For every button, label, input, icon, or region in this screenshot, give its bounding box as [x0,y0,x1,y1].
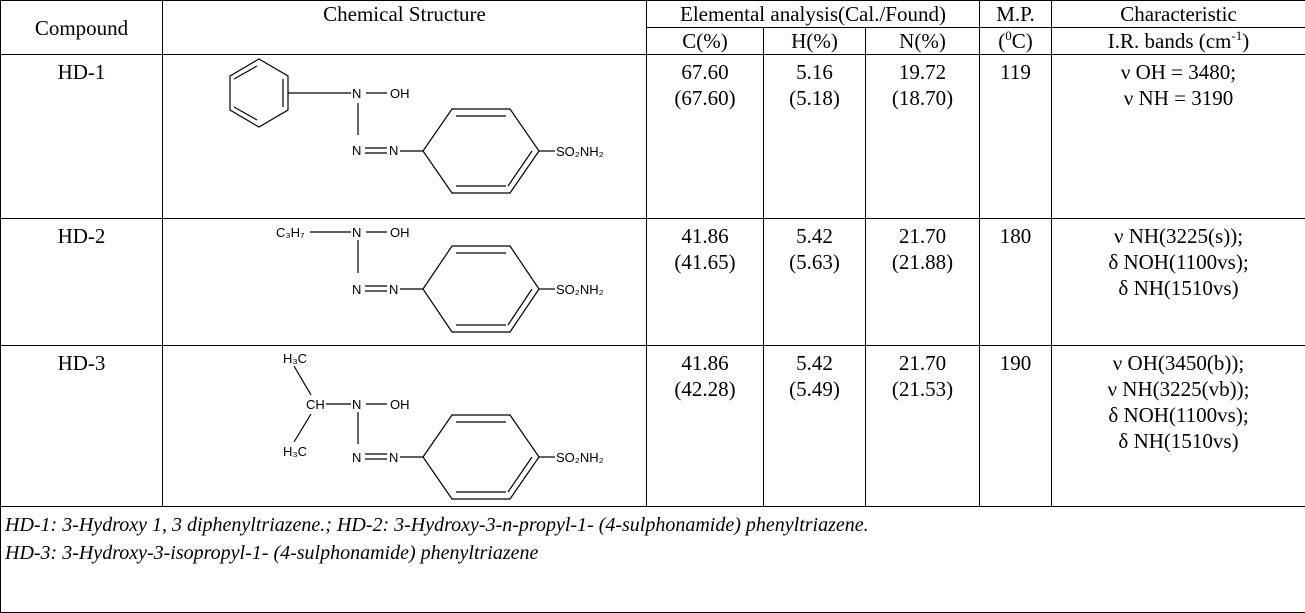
ir-cell: ν NH(3225(s));δ NOH(1100vs);δ NH(1510vs) [1052,219,1305,346]
compound-id: HD-2 [1,219,163,346]
hd2-label-so2nh2: SO₂NH₂ [556,282,604,297]
header-c: C(%) [647,28,764,55]
header-mp-unit: (0C) [980,28,1052,55]
hd2-label-n-right: N [389,282,398,297]
n-cell: 21.70(21.53) [866,346,980,507]
hd3-label-oh: OH [390,397,410,412]
structure-hd2: C₃H₇ N OH N N SO₂NH₂ [163,219,647,346]
c-cell: 67.60(67.60) [647,55,764,219]
table-row: HD-1 [1,55,1305,219]
header-compound: Compound [1,1,163,55]
hd3-label-h3c-top: H₃C [283,351,307,366]
h-calc: 5.42 [764,223,865,249]
header-n: N(%) [866,28,980,55]
table-row: HD-3 H₃C [1,346,1305,507]
n-calc: 21.70 [866,350,979,376]
mp-cell: 180 [980,219,1052,346]
ir-unit-post: ) [1242,29,1249,53]
ir-cell: ν OH(3450(b));ν NH(3225(vb));δ NOH(1100v… [1052,346,1305,507]
hd1-label-n-top: N [352,86,361,101]
c-calc: 41.86 [647,350,763,376]
hd2-label-c3h7: C₃H₇ [276,225,305,240]
ir-band: ν NH = 3190 [1052,85,1305,111]
hd1-label-n-mid: N [352,143,361,158]
table-row: HD-2 C₃H₇ N [1,219,1305,346]
h-calc: 5.42 [764,350,865,376]
hd3-label-n-right: N [389,450,398,465]
h-cell: 5.42(5.49) [764,346,866,507]
c-calc: 41.86 [647,223,763,249]
footnote-line: HD-1: 3-Hydroxy 1, 3 diphenyltriazene.; … [5,511,1301,539]
n-calc: 21.70 [866,223,979,249]
c-found: (41.65) [647,249,763,275]
n-cell: 21.70(21.88) [866,219,980,346]
ir-band: δ NOH(1100vs); [1052,402,1305,428]
c-cell: 41.86(42.28) [647,346,764,507]
n-found: (21.88) [866,249,979,275]
footnote: HD-1: 3-Hydroxy 1, 3 diphenyltriazene.; … [1,507,1305,613]
structure-hd2-drawing: C₃H₇ N OH N N SO₂NH₂ [163,219,647,345]
hd2-label-oh: OH [390,225,410,240]
hd2-label-n-top: N [352,225,361,240]
structure-hd3: H₃C CH H₃C N OH N N SO₂NH₂ [163,346,647,507]
mp-cell: 119 [980,55,1052,219]
footnote-line: HD-3: 3-Hydroxy-3-isopropyl-1- (4-sulpho… [5,539,1301,567]
h-found: (5.18) [764,85,865,111]
ir-band: δ NH(1510vs) [1052,428,1305,454]
structure-hd3-drawing: H₃C CH H₃C N OH N N SO₂NH₂ [163,346,647,506]
header-ir-unit: I.R. bands (cm-1) [1052,28,1305,55]
hd2-label-n-mid: N [352,282,361,297]
hd1-label-n-right: N [389,143,398,158]
ir-band: δ NH(1510vs) [1052,275,1305,301]
compound-id: HD-1 [1,55,163,219]
ir-band: ν NH(3225(s)); [1052,223,1305,249]
c-found: (67.60) [647,85,763,111]
ir-band: ν OH(3450(b)); [1052,350,1305,376]
n-cell: 19.72(18.70) [866,55,980,219]
hd3-label-so2nh2: SO₂NH₂ [556,450,604,465]
n-found: (21.53) [866,376,979,402]
mp-unit-post: C) [1012,29,1033,53]
hd1-label-so2nh2: SO₂NH₂ [556,144,604,159]
hd3-label-n-mid: N [352,450,361,465]
h-found: (5.49) [764,376,865,402]
compound-id: HD-3 [1,346,163,507]
h-cell: 5.16(5.18) [764,55,866,219]
header-elemental: Elemental analysis(Cal./Found) [647,1,980,28]
hd1-label-oh: OH [390,86,410,101]
header-structure: Chemical Structure [163,1,647,55]
h-calc: 5.16 [764,59,865,85]
mp-cell: 190 [980,346,1052,507]
n-calc: 19.72 [866,59,979,85]
ir-unit-pre: I.R. bands (cm [1108,29,1232,53]
header-char: Characteristic [1052,1,1305,28]
footnote-row: HD-1: 3-Hydroxy 1, 3 diphenyltriazene.; … [1,507,1305,613]
c-found: (42.28) [647,376,763,402]
header-row-1: Compound Chemical Structure Elemental an… [1,1,1305,28]
structure-hd1: N OH N N SO₂NH₂ [163,55,647,219]
c-cell: 41.86(41.65) [647,219,764,346]
header-h: H(%) [764,28,866,55]
h-found: (5.63) [764,249,865,275]
ir-band: ν OH = 3480; [1052,59,1305,85]
structure-hd1-drawing: N OH N N SO₂NH₂ [163,55,647,218]
ir-unit-sup: -1 [1231,28,1242,43]
hd3-label-h3c-bottom: H₃C [283,444,307,459]
ir-cell: ν OH = 3480;ν NH = 3190 [1052,55,1305,219]
ir-band: ν NH(3225(vb)); [1052,376,1305,402]
hd3-label-ch: CH [306,397,325,412]
ir-band: δ NOH(1100vs); [1052,249,1305,275]
hd3-label-n-top: N [352,397,361,412]
n-found: (18.70) [866,85,979,111]
header-mp: M.P. [980,1,1052,28]
c-calc: 67.60 [647,59,763,85]
h-cell: 5.42(5.63) [764,219,866,346]
